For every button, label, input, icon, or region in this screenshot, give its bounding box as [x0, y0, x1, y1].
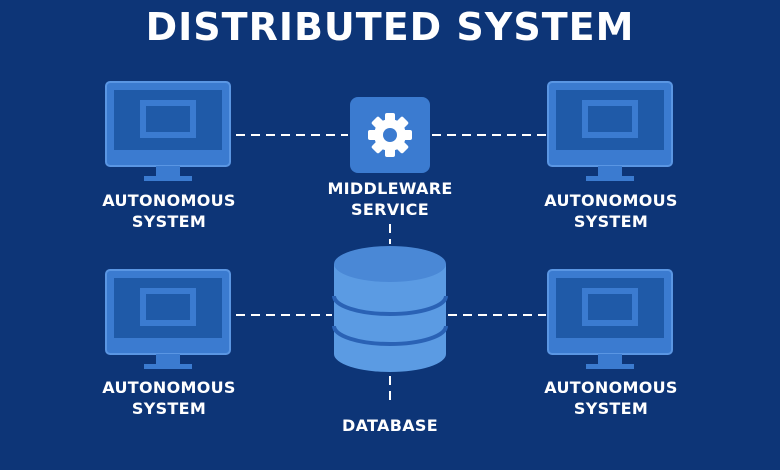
- node-label-top-left: AUTONOMOUS SYSTEM: [102, 191, 236, 231]
- gear-icon: [350, 97, 430, 173]
- node-label-top-right: AUTONOMOUS SYSTEM: [544, 191, 678, 231]
- database-label: DATABASE: [342, 416, 438, 435]
- middleware-label: MIDDLEWARE SERVICE: [327, 179, 453, 219]
- monitor-icon: [547, 81, 673, 181]
- monitor-icon: [547, 269, 673, 369]
- node-label-bottom-right: AUTONOMOUS SYSTEM: [544, 378, 678, 418]
- monitor-icon: [105, 81, 231, 181]
- diagram-title: DISTRIBUTED SYSTEM: [145, 5, 635, 49]
- node-label-bottom-left: AUTONOMOUS SYSTEM: [102, 378, 236, 418]
- monitor-icon: [105, 269, 231, 369]
- database-icon: [332, 246, 448, 372]
